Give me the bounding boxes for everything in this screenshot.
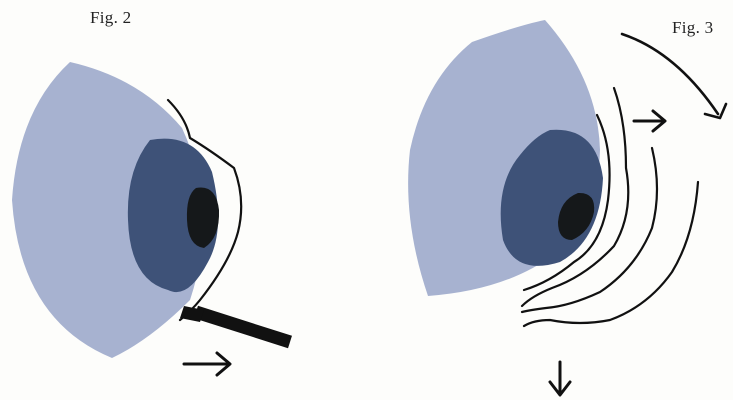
fig-3-down-arrow-icon xyxy=(550,362,570,395)
fig-3-drawing xyxy=(408,20,726,395)
fig-2-applanation-probe xyxy=(196,312,290,342)
fig-2-drawing xyxy=(12,62,290,375)
fig-3-right-arrow-icon xyxy=(634,111,665,131)
fig-3-curved-arrow-icon xyxy=(622,34,726,118)
fig-2-right-arrow-icon xyxy=(184,353,230,375)
